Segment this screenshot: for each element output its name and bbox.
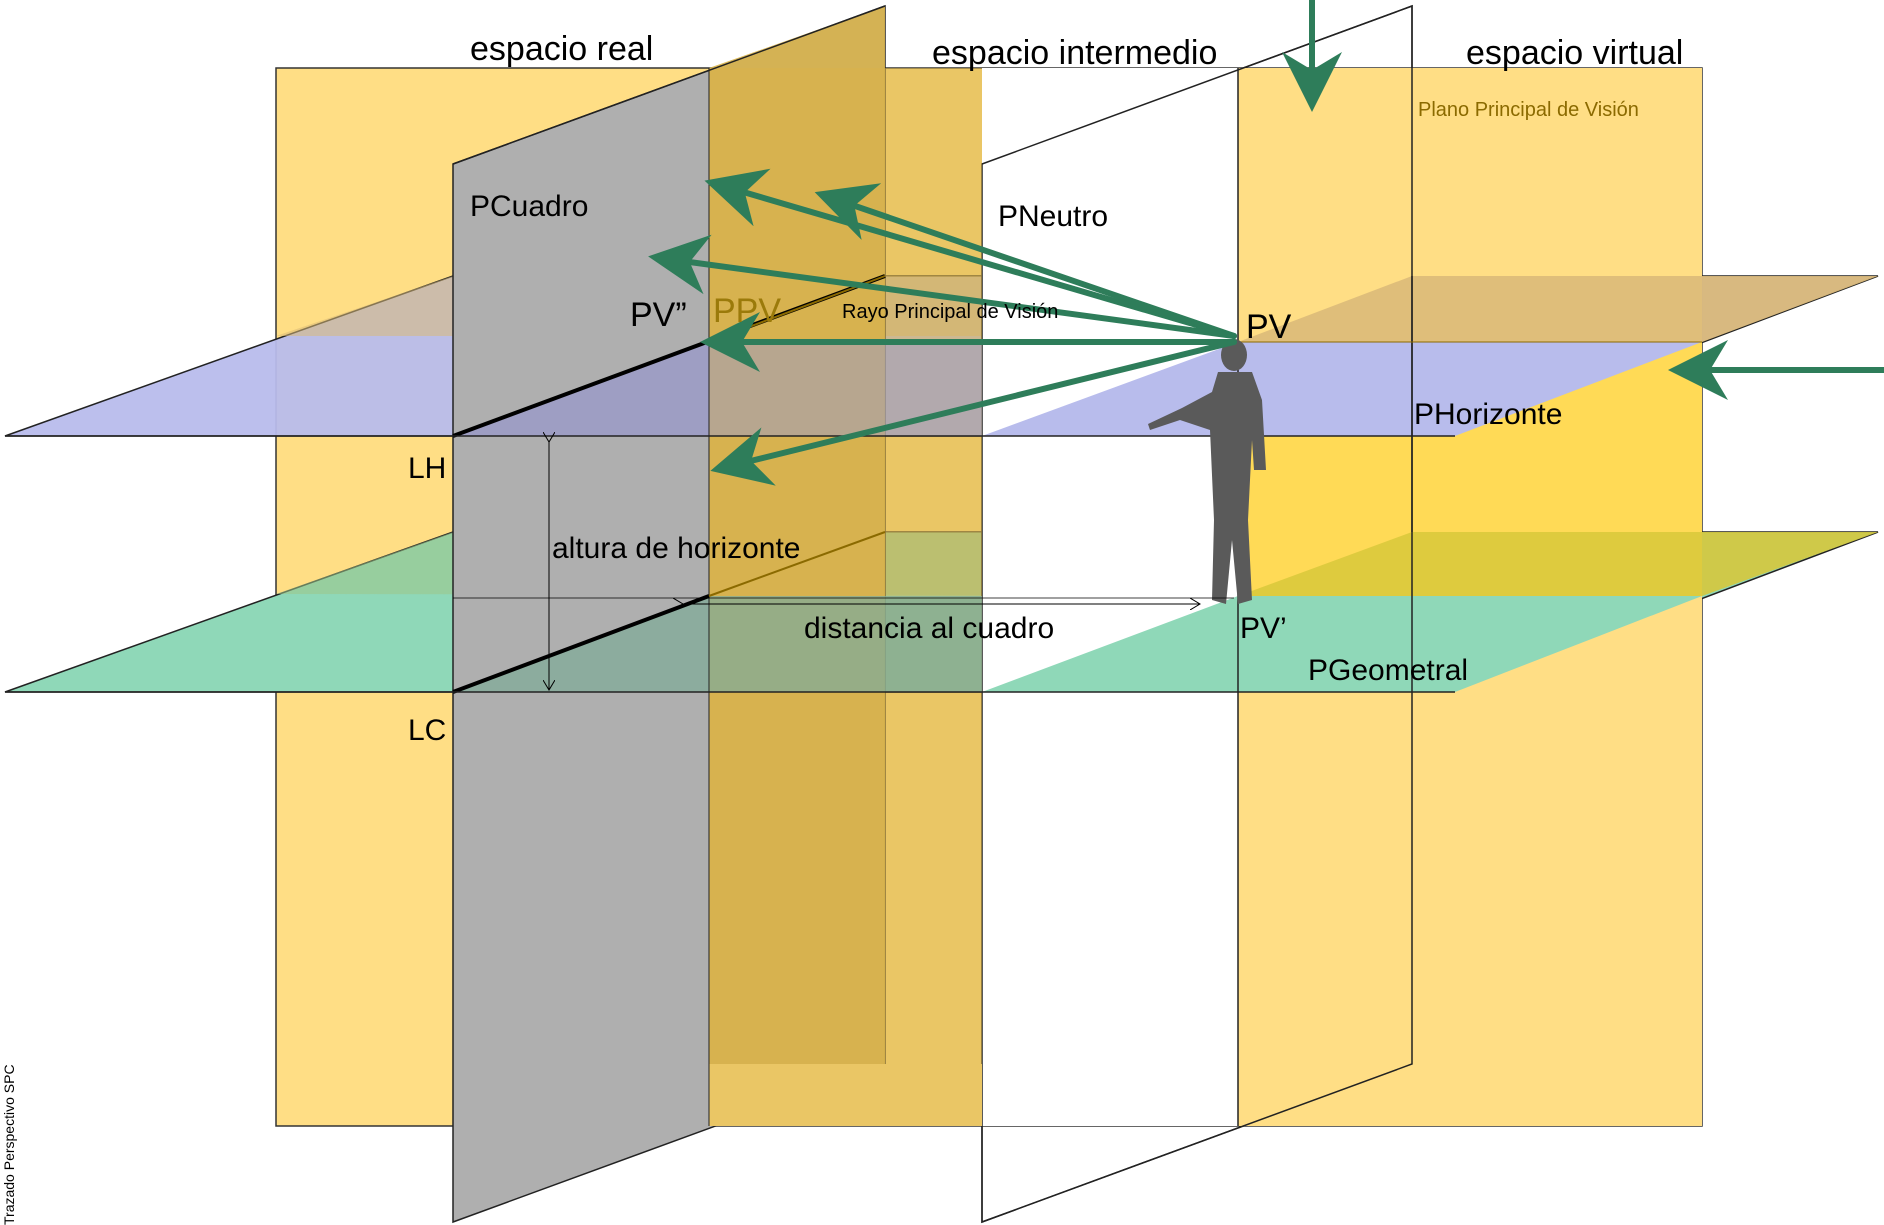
ground-line — [452, 594, 710, 694]
label-ppv: PPV — [713, 292, 781, 330]
title-virtual-space: espacio virtual — [1466, 34, 1683, 72]
horizon-on-picture-plane-2 — [453, 342, 982, 436]
label-lh: LH — [408, 452, 446, 485]
ray-3 — [648, 234, 1237, 339]
ray-4 — [710, 339, 1237, 486]
ray-1 — [704, 168, 1237, 339]
label-geometral-plane: PGeometral — [1308, 654, 1468, 687]
title-real-space: espacio real — [470, 30, 653, 68]
label-neutral-plane: PNeutro — [998, 200, 1108, 233]
geometral-on-picture-plane — [453, 596, 982, 692]
label-picture-distance: distancia al cuadro — [804, 612, 1054, 645]
label-pv-prime: PV’ — [1240, 612, 1287, 645]
neutral-plane-front — [982, 68, 1238, 1126]
label-pv: PV — [1246, 308, 1292, 346]
picture-plane-top-edge — [452, 5, 886, 165]
label-principal-ray: Rayo Principal de Visión — [842, 301, 1058, 323]
horizon-plane-front — [982, 342, 1702, 436]
side-caption: Trazado Perspectivo SPC — [1, 1064, 17, 1225]
label-horizon-plane: PHorizonte — [1414, 398, 1562, 431]
label-principal-vision-plane: Plano Principal de Visión — [1418, 99, 1639, 121]
label-pv-double-prime: PV” — [630, 296, 687, 334]
label-picture-plane: PCuadro — [470, 190, 588, 223]
vision-rays — [648, 0, 1884, 486]
title-intermediate-space: espacio intermedio — [932, 34, 1217, 72]
geometral-plane-front — [982, 596, 1702, 692]
horizon-plane-virtual-back — [1238, 276, 1878, 342]
label-lc: LC — [408, 714, 446, 747]
ground-line-back — [708, 531, 886, 597]
ray-2 — [814, 183, 1237, 339]
label-horizon-height: altura de horizonte — [552, 532, 801, 565]
geometral-plane-virtual-back — [1238, 532, 1878, 596]
observer-silhouette — [1148, 339, 1266, 604]
